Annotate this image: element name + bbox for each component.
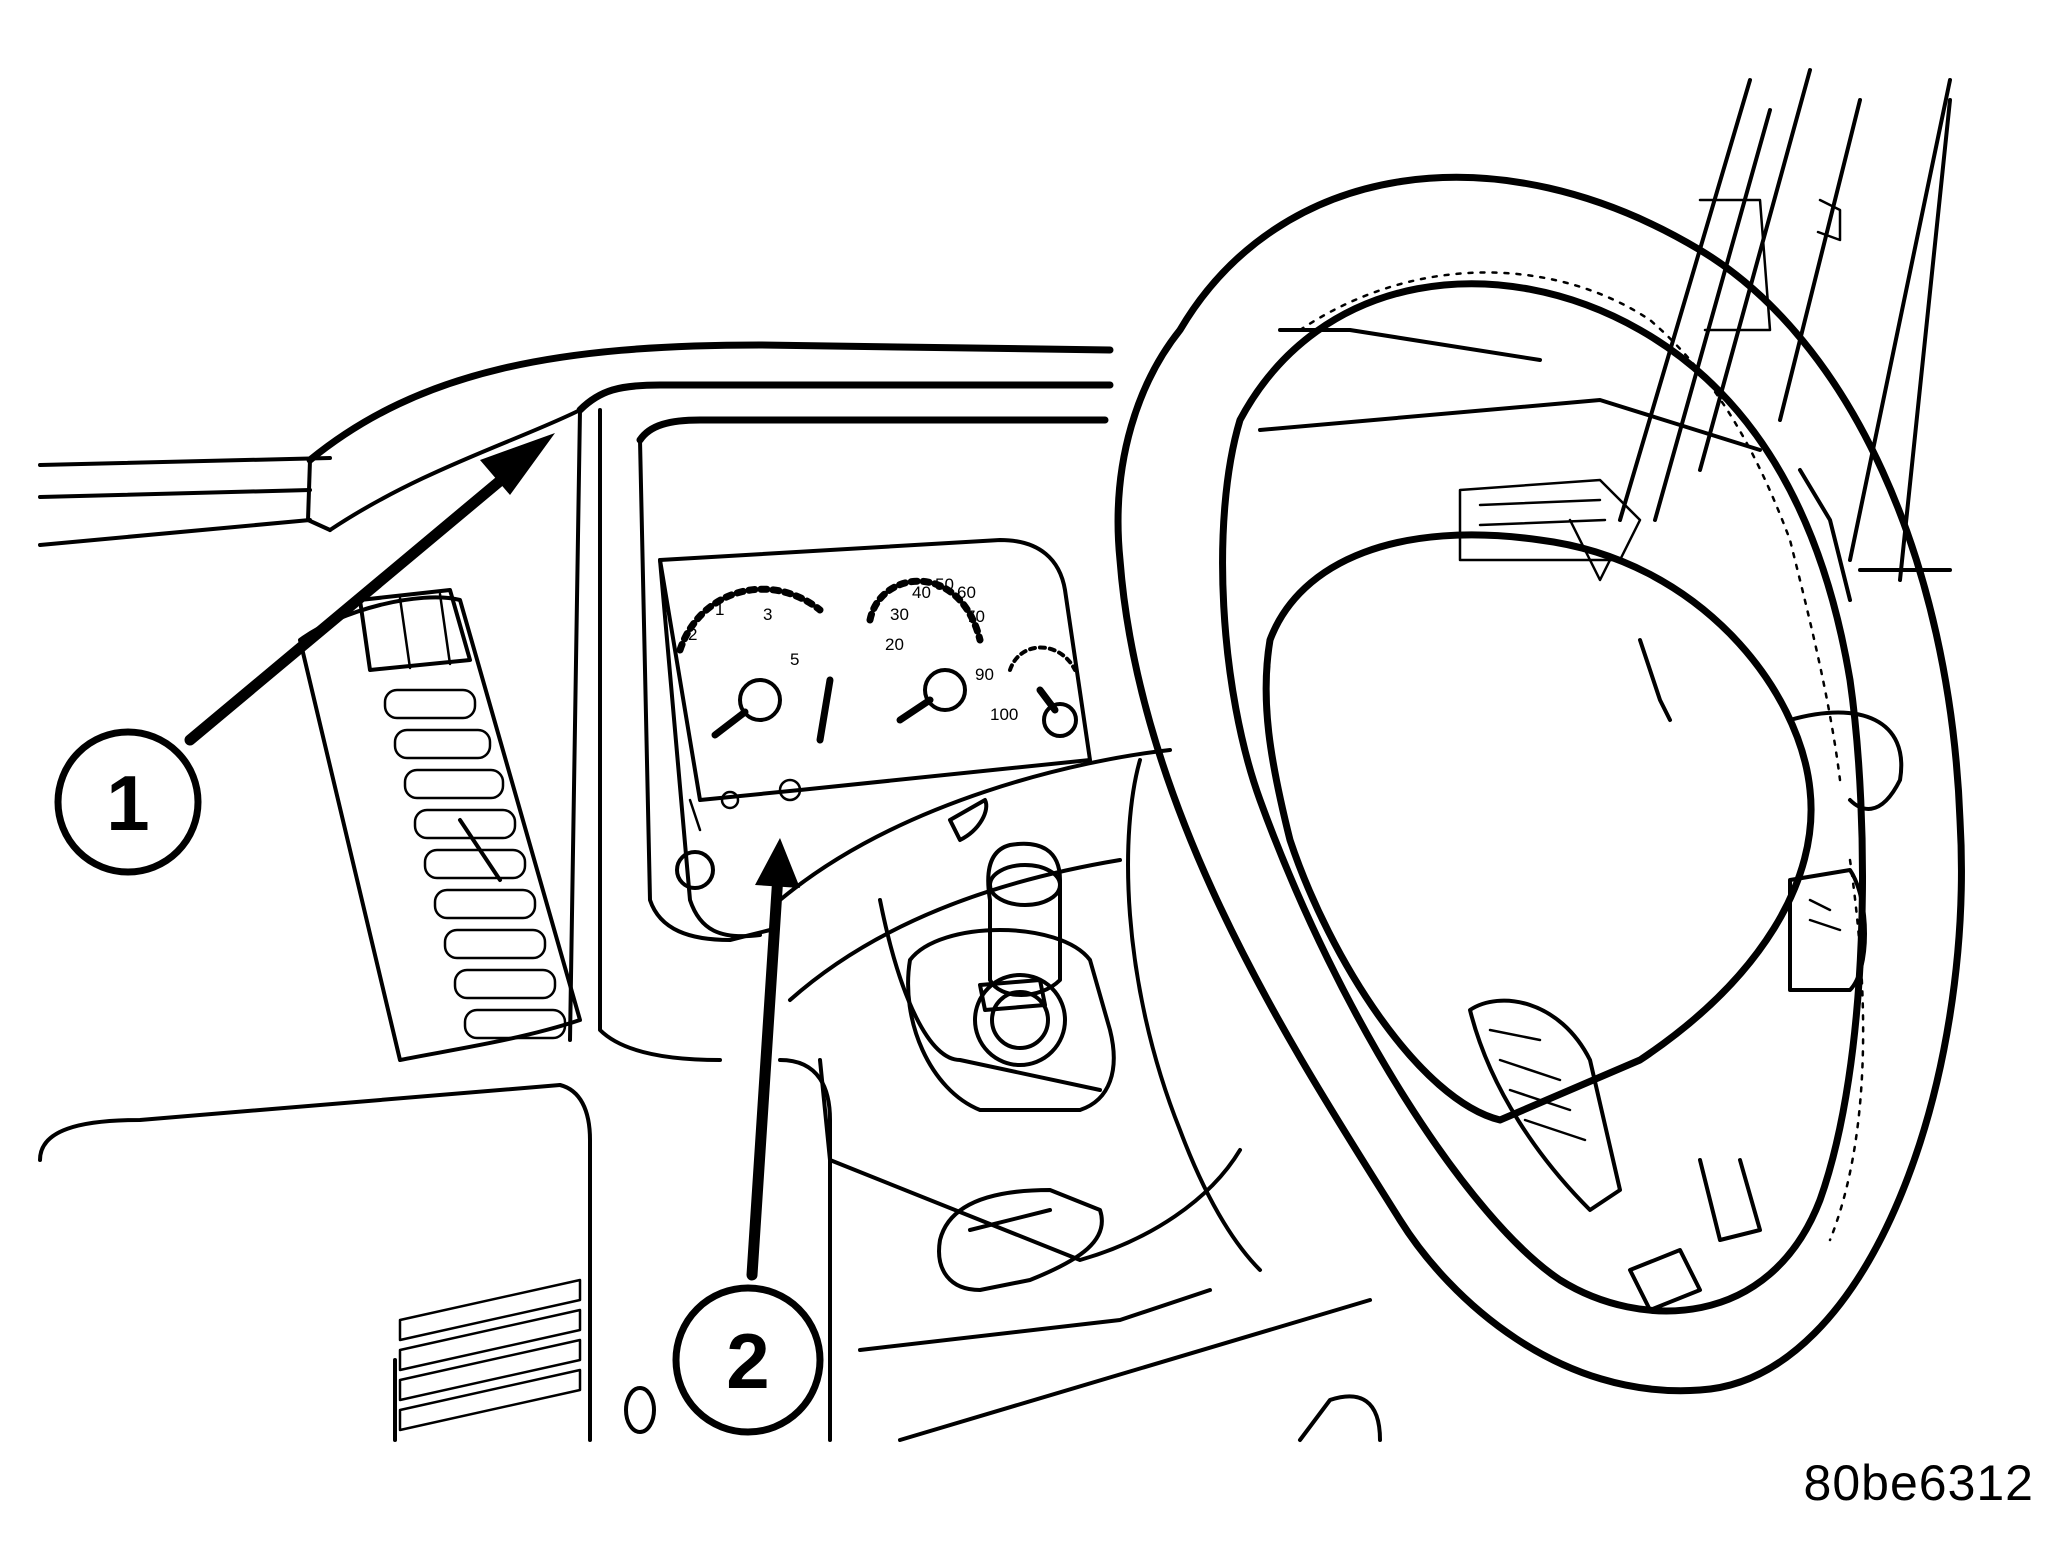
gauge-label: 90 [975,665,994,684]
instrument-panel-top [38,341,1114,547]
steering-column [778,748,1262,1272]
instrument-cluster: 1 2 3 5 20 30 40 50 60 70 90 100 [658,538,1092,939]
gauge-label: 2 [688,625,697,644]
callout-number-2: 2 [726,1317,769,1405]
hood-release-lever [937,1188,1104,1292]
callout-2: 2 [672,838,824,1436]
ignition-switch [906,841,1116,1112]
gauge-label: 40 [912,583,931,602]
gauge-label: 30 [890,605,909,624]
steering-wheel [1114,173,1965,1395]
gauge-label: 60 [957,583,976,602]
lower-dash [38,1058,1382,1442]
gauge-label: 3 [763,605,772,624]
gauge-label: 100 [990,705,1018,724]
left-air-vent [298,588,582,1062]
cluster-bezel [568,381,1114,1062]
gauge-label: 50 [935,575,954,594]
figure-id-label: 80be6312 [1803,1455,2034,1511]
gauge-label: 1 [715,600,724,619]
callout-1: 1 [54,433,555,876]
a-pillar [1618,68,1952,582]
gauge-label: 5 [790,650,799,669]
callout-number-1: 1 [106,759,149,847]
gauge-label: 20 [885,635,904,654]
gauge-label: 70 [966,607,985,626]
